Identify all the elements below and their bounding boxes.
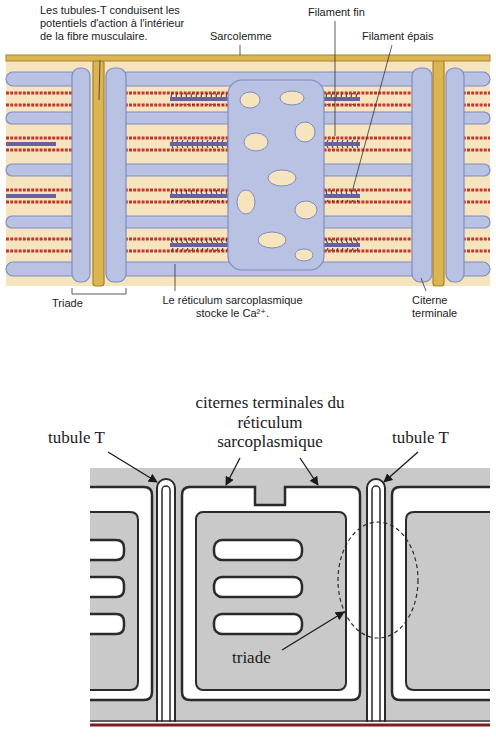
part-label: Filament fin: [308, 6, 388, 19]
reticulum-mesh-holes: [237, 91, 317, 261]
part-label: Triade: [52, 297, 112, 310]
sarcolemma: [6, 55, 490, 61]
pointer-arrows: [108, 452, 418, 650]
part-label: tubule T: [392, 428, 482, 448]
part-label: citernes terminales du réticulum sarcopl…: [190, 393, 350, 452]
terminal-cisternae: [90, 487, 490, 700]
callout-text: Les tubules-T conduisent les potentiels …: [40, 4, 190, 44]
triad-outline: [338, 522, 418, 638]
muscle-fiber-illustration: [0, 0, 496, 340]
sarcolemma-line: [90, 721, 490, 725]
callout-text: Le réticulum sarcoplasmique stocke le Ca…: [150, 294, 315, 320]
part-label: Sarcolemme: [210, 30, 300, 43]
longitudinal-reticulum: [90, 540, 302, 634]
part-label: tubule T: [48, 428, 138, 448]
part-label: triade: [232, 648, 292, 668]
sarcoplasmic-reticulum: [6, 68, 490, 282]
leader-lines: [72, 21, 426, 294]
t-tubule-shapes: [157, 479, 385, 722]
fiber-body: [6, 58, 490, 286]
cytoplasm: [90, 468, 490, 720]
part-label: Citerne terminale: [412, 294, 486, 320]
t-tubules: [93, 60, 444, 286]
part-label: Filament épais: [362, 30, 462, 43]
